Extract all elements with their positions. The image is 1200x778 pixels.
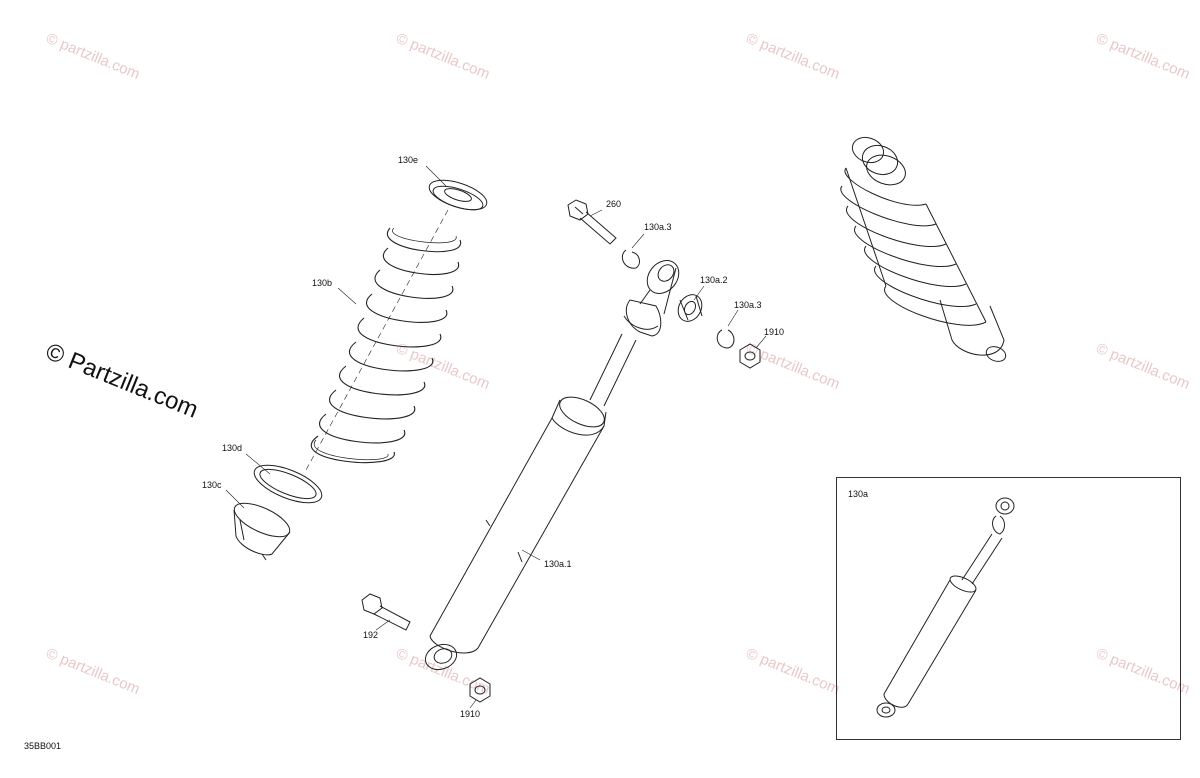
shock-absorber (424, 260, 680, 671)
bottom-bolt (361, 593, 411, 631)
inset-label: 130a (848, 489, 869, 499)
callout-130a1: 130a.1 (544, 559, 572, 569)
assembled-shock (840, 136, 1007, 362)
leader-line (755, 335, 767, 349)
leader-line (727, 309, 739, 327)
coil-spring (305, 209, 462, 471)
leader-line (375, 619, 391, 631)
circlip-left (621, 249, 640, 269)
nut-bottom (469, 677, 491, 703)
top-bolt (567, 199, 617, 245)
inset-shock (876, 497, 1015, 718)
callout-130a3-right: 130a.3 (734, 300, 762, 310)
leader-line (469, 699, 477, 709)
bushing (677, 294, 703, 322)
drawing-code: 35BB001 (24, 741, 62, 751)
spring-stopper (233, 502, 291, 561)
callout-130a3-top: 130a.3 (644, 222, 672, 232)
callout-130c: 130c (202, 480, 222, 490)
nut-top (739, 343, 761, 369)
leader-line (425, 165, 447, 187)
leader-line (631, 233, 645, 249)
callout-1910-bottom: 1910 (460, 709, 481, 719)
leader-line (521, 549, 541, 561)
circlip-right (716, 329, 735, 349)
callout-260: 260 (606, 199, 622, 209)
callout-130e: 130e (398, 155, 419, 165)
leader-line (589, 209, 603, 217)
callout-130a2: 130a.2 (700, 275, 728, 285)
spring-seat-top (428, 179, 488, 211)
inset-frame (836, 477, 1181, 740)
leader-line (693, 285, 705, 301)
callout-192: 192 (363, 630, 379, 640)
callout-1910-top: 1910 (764, 327, 785, 337)
spring-seat-lower (253, 464, 323, 504)
leader-line (245, 453, 271, 475)
leader-line (337, 287, 357, 305)
callout-130b: 130b (312, 278, 333, 288)
leader-line (225, 489, 245, 509)
callout-130d: 130d (222, 443, 243, 453)
